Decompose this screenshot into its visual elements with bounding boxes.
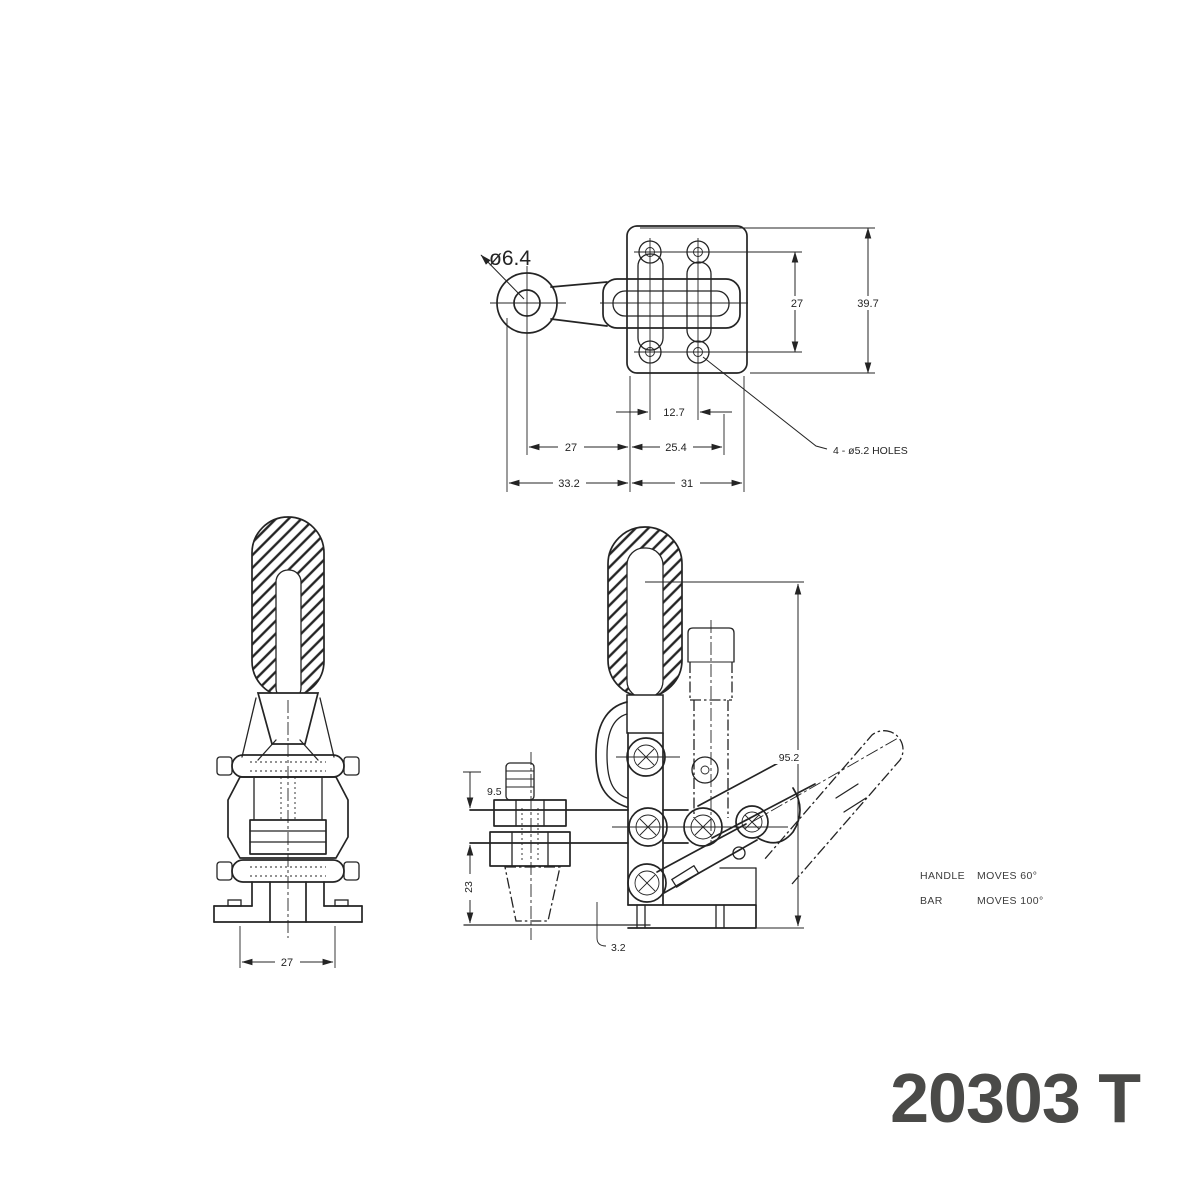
bar-up-phantom — [687, 620, 735, 842]
handle-bar-core — [275, 569, 302, 701]
bar-slot — [612, 290, 730, 317]
dim-plate-span: 31 — [681, 478, 693, 490]
dim-spindle-length: 23 — [463, 881, 475, 893]
spindle-tip-phantom — [504, 866, 561, 922]
part-number: 20303 T — [890, 1059, 1140, 1137]
dim-holes-note: 4 - ø5.2 HOLES — [833, 445, 908, 457]
mounting-plate — [626, 225, 748, 374]
mounting-holes — [634, 238, 714, 420]
side-view: 9.5 23 3.2 95.2 — [461, 526, 904, 954]
dim-arm-thickness: 9.5 — [487, 786, 502, 798]
top-view-dimensions: ø6.4 27 39.7 12.7 27 — [480, 227, 908, 492]
dim-bar-overhang: 33.2 — [558, 478, 579, 490]
fork — [241, 697, 335, 761]
note-handle-motion: MOVES 60° — [977, 870, 1037, 882]
side-base — [463, 867, 804, 929]
dim-hole-pitch-horizontal: 12.7 — [663, 407, 684, 419]
handle-open-phantom — [751, 730, 904, 885]
handle-stem — [626, 694, 664, 734]
clamp-body — [227, 776, 349, 859]
dim-base-thickness: 3.2 — [611, 942, 626, 954]
top-view: ø6.4 27 39.7 12.7 27 — [480, 225, 908, 492]
note-handle-subject: HANDLE — [920, 870, 965, 882]
dim-eye-to-plate: 27 — [565, 442, 577, 454]
motion-notes: HANDLE MOVES 60° BAR MOVES 100° — [920, 870, 1044, 907]
dim-plate-height: 39.7 — [857, 298, 878, 310]
front-view: 27 — [213, 516, 363, 969]
dim-eye-diameter: ø6.4 — [489, 247, 531, 270]
note-bar-motion: MOVES 100° — [977, 895, 1044, 907]
bar-head — [602, 278, 741, 329]
side-view-dimensions: 9.5 23 3.2 95.2 — [461, 581, 808, 954]
note-bar-subject: BAR — [920, 895, 943, 907]
dim-hole-pitch-vertical: 27 — [791, 298, 803, 310]
dim-plate-width: 25.4 — [665, 442, 686, 454]
front-view-dimensions: 27 — [239, 926, 336, 969]
mechanism — [612, 737, 867, 903]
spindle — [489, 752, 571, 940]
dim-base-width: 27 — [281, 957, 293, 969]
dim-overall-height: 95.2 — [779, 752, 800, 764]
